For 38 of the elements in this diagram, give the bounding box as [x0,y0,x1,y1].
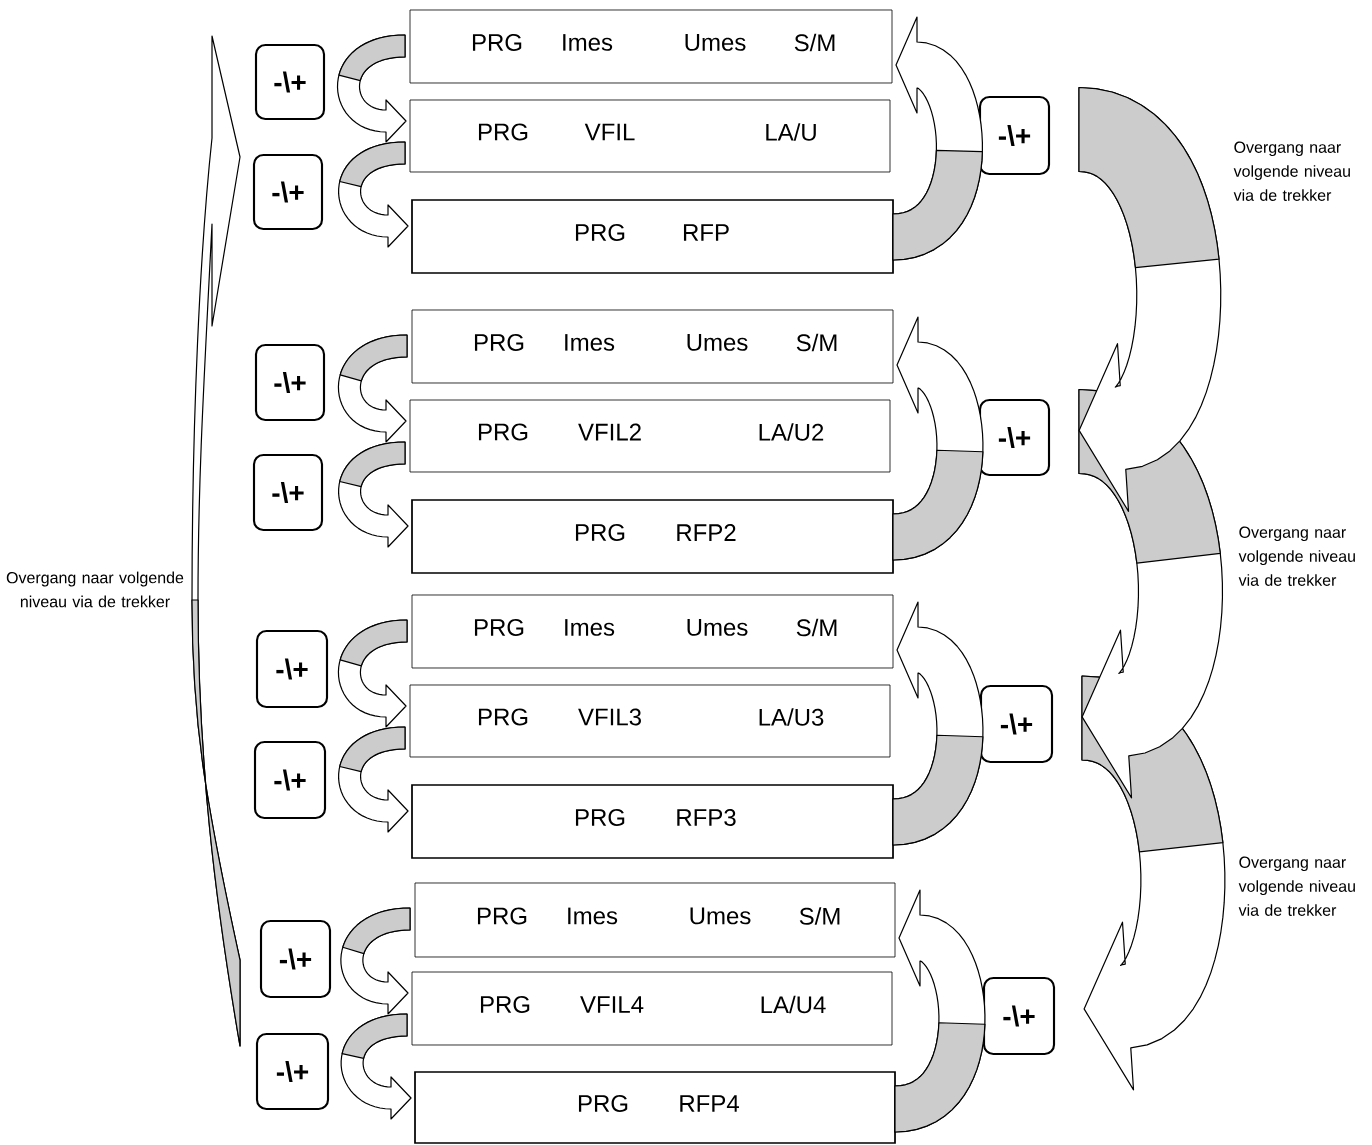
curved-block-arrow [340,907,411,1015]
key-button: -\+ [252,453,324,532]
curved-block-arrow [337,334,408,443]
curved-block-arrow [892,601,984,846]
key-button: -\+ [254,343,326,422]
display-box: PRG VFIL LA/U [409,99,891,173]
curved-block-arrow [191,35,241,1047]
display-box: PRG Imes Umes S/M [409,9,893,84]
key-button: -\+ [254,43,326,121]
key-button: -\+ [252,153,324,231]
key-button: -\+ [255,629,329,709]
curved-block-arrow [892,16,983,261]
curved-block-arrow [338,141,409,248]
key-button: -\+ [253,740,327,820]
curved-block-arrow [340,1013,412,1120]
display-box: PRG Imes Umes S/M [414,882,896,958]
curved-block-arrow [336,34,407,143]
display-box: PRG RFP4 [414,1071,896,1144]
curved-block-arrow [894,889,986,1133]
curved-block-arrow [337,619,408,728]
note-text: Overgang naar volgende niveau via de trekker [1238,526,1355,586]
display-box: PRG VFIL3 LA/U3 [409,684,891,758]
display-box: PRG VFIL2 LA/U2 [409,399,891,473]
note-text: Overgang naar volgende niveau via de trekker [1238,856,1355,916]
curved-block-arrow [892,316,984,561]
note-text: Overgang naar volgende niveau via de trekker [6,571,184,608]
display-box: PRG RFP [411,199,894,274]
display-box: PRG VFIL4 LA/U4 [411,971,893,1046]
curved-block-arrow [1078,86,1222,512]
key-button: -\+ [255,1032,330,1111]
display-box: PRG RFP2 [411,499,894,574]
curved-block-arrow [338,726,409,833]
display-box: PRG RFP3 [411,784,894,859]
display-box: PRG Imes Umes S/M [411,594,894,669]
note-text: Overgang naar volgende niveau via de trekker [1233,141,1350,201]
display-box: PRG Imes Umes S/M [411,309,894,384]
curved-block-arrow [338,441,409,548]
key-button: -\+ [259,919,332,999]
